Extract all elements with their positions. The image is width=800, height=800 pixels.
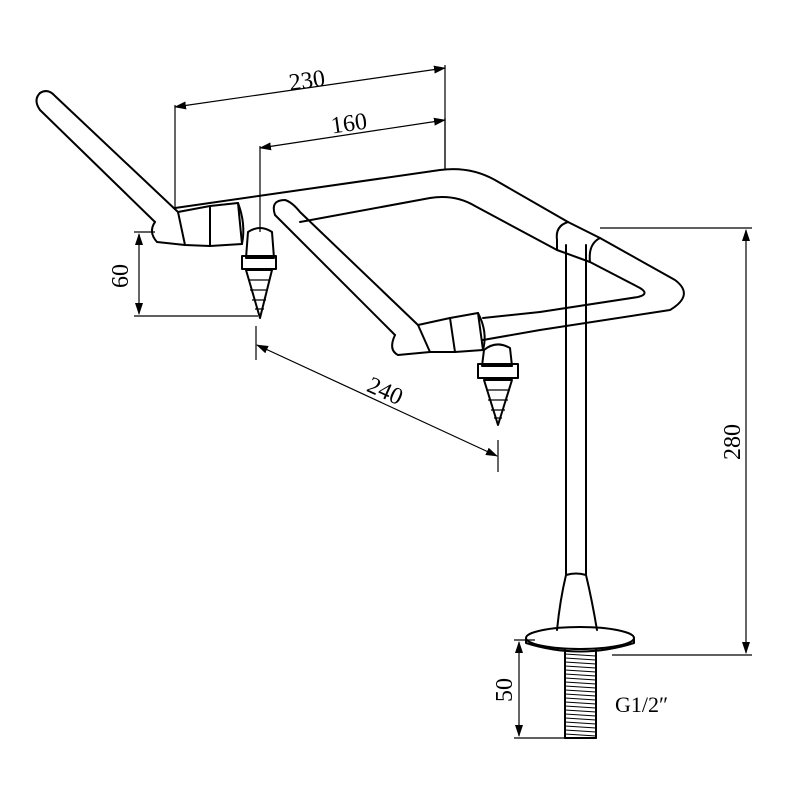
thread-line bbox=[564, 721, 597, 725]
thread-spec-label: G1/2″ bbox=[615, 692, 668, 717]
thread-line bbox=[564, 713, 597, 717]
thread-line bbox=[564, 653, 597, 657]
dim-label-240: 240 bbox=[363, 372, 406, 410]
left-nozzle bbox=[241, 227, 277, 319]
faucet-body bbox=[35, 90, 685, 739]
threaded-shank bbox=[564, 649, 597, 739]
dim-label-160: 160 bbox=[329, 109, 368, 140]
thread-line bbox=[564, 665, 597, 669]
dimension-60: 60 bbox=[108, 231, 258, 317]
thread-line bbox=[564, 657, 597, 661]
dimension-230: 230 bbox=[174, 65, 446, 208]
thread-line bbox=[564, 681, 597, 685]
thread-line bbox=[564, 725, 597, 729]
thread-line bbox=[564, 701, 597, 705]
thread-line bbox=[564, 677, 597, 681]
dim-label-230: 230 bbox=[287, 66, 326, 97]
thread-line bbox=[564, 709, 597, 713]
left-valve bbox=[151, 202, 245, 247]
right-valve bbox=[391, 311, 541, 356]
dimension-160: 160 bbox=[259, 109, 446, 232]
main-tube bbox=[174, 168, 685, 331]
dimension-50: 50 bbox=[492, 639, 565, 739]
base-flange bbox=[525, 626, 635, 653]
right-handle bbox=[272, 199, 419, 336]
thread-line bbox=[564, 733, 597, 737]
thread-line bbox=[564, 661, 597, 665]
column bbox=[556, 244, 598, 631]
thread-line bbox=[564, 697, 597, 701]
thread-line bbox=[564, 669, 597, 673]
thread-line bbox=[564, 705, 597, 709]
thread-line bbox=[564, 689, 597, 693]
dim-label-50: 50 bbox=[492, 678, 518, 702]
thread-line bbox=[564, 717, 597, 721]
thread-line bbox=[564, 673, 597, 677]
thread-line bbox=[564, 729, 597, 733]
dim-label-60: 60 bbox=[108, 264, 134, 288]
thread-line bbox=[564, 693, 597, 697]
left-handle bbox=[35, 90, 179, 223]
dim-label-280: 280 bbox=[720, 424, 746, 460]
dimension-280: 280 bbox=[600, 227, 752, 656]
right-nozzle bbox=[477, 343, 519, 426]
dimension-240: 240 bbox=[255, 326, 499, 472]
thread-line bbox=[564, 685, 597, 689]
